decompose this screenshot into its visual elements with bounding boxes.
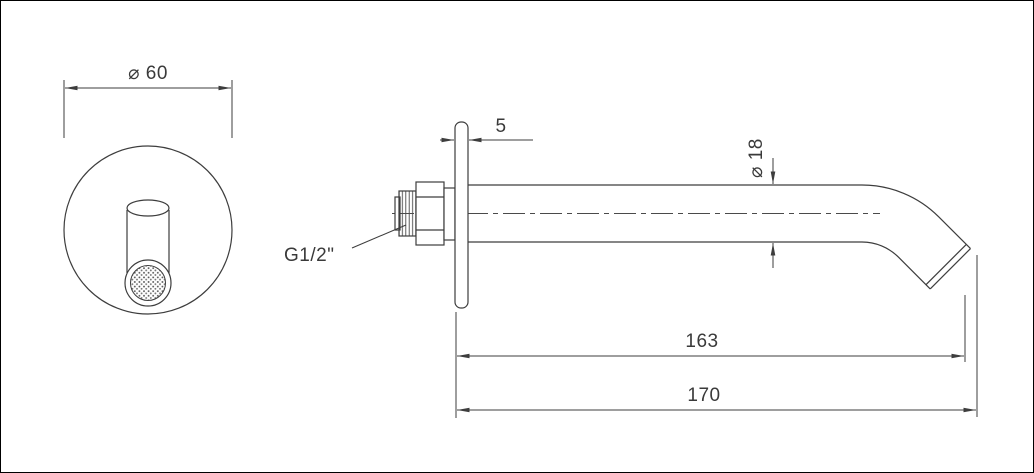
- thread-size-label: G1/2": [284, 245, 334, 266]
- flange-thickness-label: 5: [495, 116, 506, 137]
- thread-callout: G1/2": [284, 224, 407, 266]
- plate-diameter-label: ⌀ 60: [128, 63, 168, 84]
- tube-bend-outer: [861, 184, 971, 250]
- aerator-face: [130, 265, 166, 301]
- total-length-label: 170: [687, 385, 720, 406]
- outlet-rim-line: [925, 243, 967, 286]
- connector-collar: [443, 187, 456, 241]
- outlet-end-cap: [929, 248, 971, 290]
- wall-plate-circle: [63, 145, 233, 315]
- dimension-spout-diameter: ⌀ 18: [746, 138, 776, 268]
- front-view: [63, 145, 233, 315]
- spout-diameter-label: ⌀ 18: [746, 138, 767, 178]
- dimension-length-170: 170: [457, 255, 978, 417]
- thread-g12: [398, 190, 417, 237]
- dimension-length-163: 163: [455, 295, 966, 418]
- tube-bend-inner: [861, 241, 931, 290]
- connector-nut: [415, 181, 445, 246]
- wall-flange: [454, 121, 469, 309]
- dimension-flange-thickness: 5: [440, 116, 533, 143]
- dimension-plate-diameter: ⌀ 60: [63, 63, 233, 138]
- side-view: [392, 121, 971, 309]
- leader-line: [351, 224, 407, 249]
- spout-bend-top: [126, 199, 170, 217]
- spout-length-label: 163: [685, 331, 718, 352]
